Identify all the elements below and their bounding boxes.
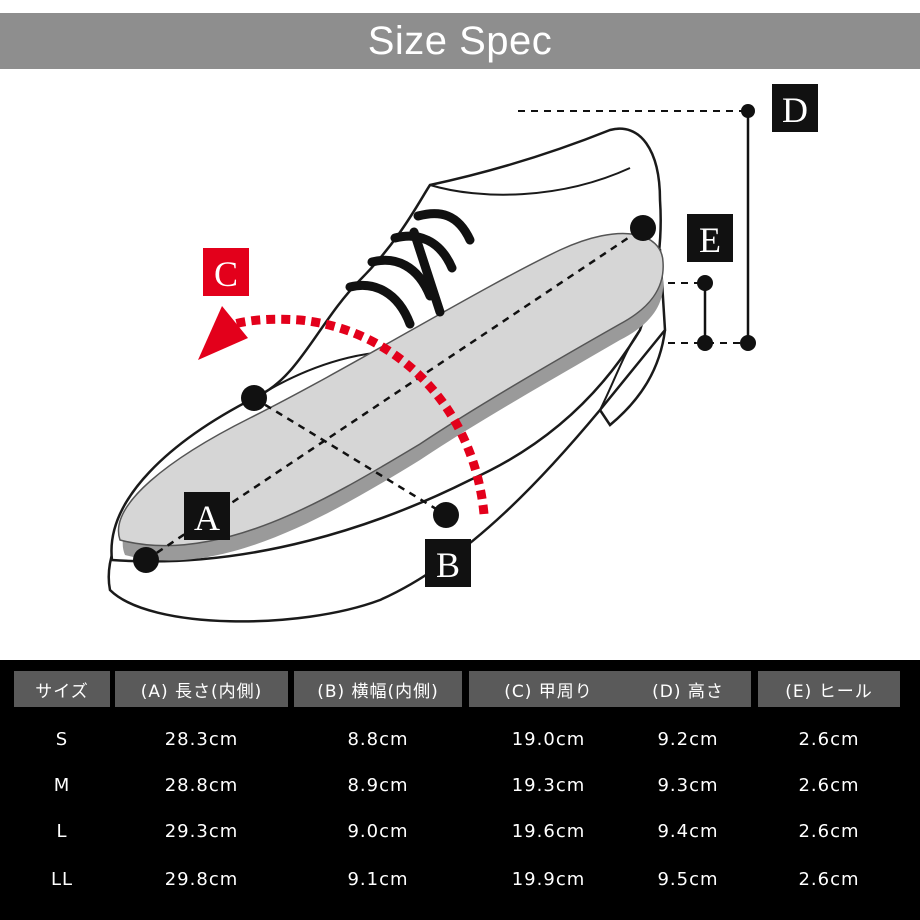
header-size: サイズ [14, 671, 110, 707]
cell-width: 8.9cm [347, 774, 409, 796]
label-b-text: B [436, 545, 460, 585]
label-a-badge: A [184, 492, 230, 540]
arrow-c-icon [198, 306, 248, 360]
cell-length: 28.8cm [164, 774, 239, 796]
cell-girth: 19.0cm [511, 728, 586, 750]
point-b-left [241, 385, 267, 411]
shoe-diagram: A B C D E [0, 70, 920, 660]
cell-heel: 2.6cm [798, 774, 860, 796]
heel-counter-line [599, 329, 641, 411]
label-e-text: E [699, 220, 721, 260]
label-c-text: C [214, 254, 238, 294]
table-row: S 28.3cm 8.8cm 19.0cm 9.2cm 2.6cm [0, 719, 920, 759]
point-a-toe [133, 547, 159, 573]
cell-height: 9.2cm [657, 728, 719, 750]
point-b-right [433, 502, 459, 528]
table-row: L 29.3cm 9.0cm 19.6cm 9.4cm 2.6cm [0, 811, 920, 851]
cell-heel: 2.6cm [798, 728, 860, 750]
cell-girth: 19.3cm [511, 774, 586, 796]
header-heel: (E) ヒール [758, 671, 900, 707]
collar-line [429, 167, 631, 196]
shoe-laces [345, 209, 475, 329]
shoe-illustration: A B C D E [107, 84, 818, 623]
label-b-badge: B [425, 539, 471, 587]
size-table: サイズ (A) 長さ(内側) (B) 横幅(内側) (C) 甲周り (D) 高さ… [0, 660, 920, 920]
point-e-top [697, 275, 713, 291]
cell-width: 9.1cm [347, 868, 409, 890]
label-d-text: D [782, 90, 808, 130]
label-a-text: A [194, 498, 220, 538]
point-a-heel [630, 215, 656, 241]
cell-length: 29.8cm [164, 868, 239, 890]
cell-size: S [55, 728, 69, 750]
label-e-badge: E [687, 214, 733, 262]
cell-height: 9.4cm [657, 820, 719, 842]
label-c-badge: C [203, 248, 249, 296]
cell-height: 9.5cm [657, 868, 719, 890]
label-d-badge: D [772, 84, 818, 132]
header-length: (A) 長さ(内側) [115, 671, 288, 707]
header-girth: (C) 甲周り [469, 671, 628, 707]
page-title: Size Spec [367, 18, 553, 63]
measure-line-a [145, 226, 644, 562]
table-row: LL 29.8cm 9.1cm 19.9cm 9.5cm 2.6cm [0, 859, 920, 899]
cell-size: LL [50, 868, 74, 890]
measure-line-b [253, 396, 447, 517]
cell-heel: 2.6cm [798, 820, 860, 842]
point-d-top [741, 104, 755, 118]
cell-width: 8.8cm [347, 728, 409, 750]
heel-block [598, 329, 667, 427]
insole [117, 232, 664, 547]
cell-girth: 19.6cm [511, 820, 586, 842]
cell-length: 28.3cm [164, 728, 239, 750]
cell-width: 9.0cm [347, 820, 409, 842]
cell-heel: 2.6cm [798, 868, 860, 890]
cell-girth: 19.9cm [511, 868, 586, 890]
table-row: M 28.8cm 8.9cm 19.3cm 9.3cm 2.6cm [0, 765, 920, 805]
point-e-bottom [697, 335, 713, 351]
table-header: サイズ (A) 長さ(内側) (B) 横幅(内側) (C) 甲周り (D) 高さ… [14, 671, 906, 707]
cell-size: M [53, 774, 71, 796]
cell-height: 9.3cm [657, 774, 719, 796]
header-width: (B) 横幅(内側) [294, 671, 462, 707]
cell-size: L [56, 820, 68, 842]
measure-arc-c [226, 314, 489, 515]
cell-length: 29.3cm [164, 820, 239, 842]
header-height: (D) 高さ [625, 671, 751, 707]
title-bar: Size Spec [0, 13, 920, 69]
